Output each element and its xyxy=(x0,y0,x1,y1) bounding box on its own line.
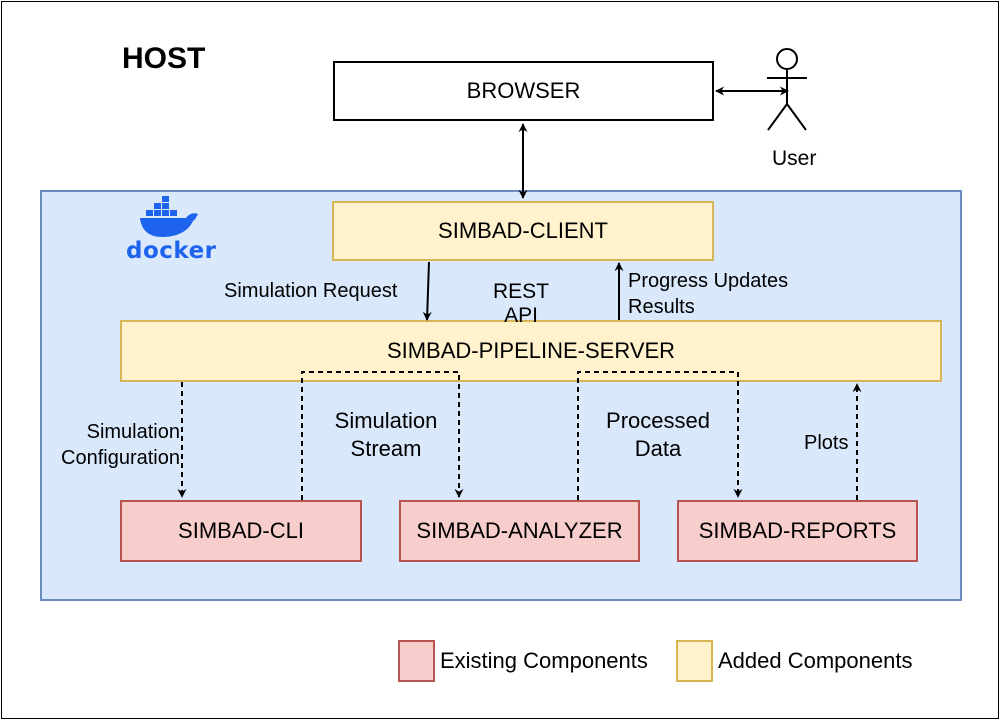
rest-api-line1: REST xyxy=(492,280,549,303)
simbad-analyzer-node: SIMBAD-ANALYZER xyxy=(399,500,640,562)
progress-updates-label: Progress Updates Results xyxy=(628,268,788,320)
simulation-configuration-line1: Simulation xyxy=(86,421,180,443)
simulation-stream-label: Simulation Stream xyxy=(316,407,456,463)
simbad-reports-label: SIMBAD-REPORTS xyxy=(698,518,897,543)
simbad-pipeline-server-label: SIMBAD-PIPELINE-SERVER xyxy=(386,338,676,363)
legend-existing-swatch xyxy=(398,640,435,682)
simulation-request-edge xyxy=(422,261,432,321)
legend-existing-label: Existing Components xyxy=(440,648,648,673)
legend-added-label: Added Components xyxy=(718,648,913,673)
user-actor-icon xyxy=(767,48,807,131)
progress-updates-line1: Progress Updates xyxy=(628,270,789,292)
simulation-stream-line2: Stream xyxy=(350,436,422,461)
host-label: HOST xyxy=(122,42,206,75)
simbad-cli-node: SIMBAD-CLI xyxy=(120,500,362,562)
docker-whale-icon xyxy=(140,196,198,237)
simulation-configuration-line2: Configuration xyxy=(61,447,180,469)
browser-node: BROWSER xyxy=(333,61,714,121)
processed-data-edge xyxy=(577,371,743,500)
progress-updates-line2: Results xyxy=(628,296,695,318)
simbad-client-label: SIMBAD-CLIENT xyxy=(438,218,608,243)
simulation-stream-edge xyxy=(301,371,464,500)
processed-data-line1: Processed xyxy=(606,408,710,433)
rest-api-label: REST API xyxy=(481,279,561,329)
legend-added-swatch xyxy=(676,640,713,682)
plots-label: Plots xyxy=(804,432,849,454)
browser-label: BROWSER xyxy=(466,78,581,103)
simbad-pipeline-server-node: SIMBAD-PIPELINE-SERVER xyxy=(120,320,942,382)
simbad-client-node: SIMBAD-CLIENT xyxy=(332,201,714,261)
rest-api-line2: API xyxy=(504,304,538,327)
user-label: User xyxy=(772,147,817,170)
simbad-cli-label: SIMBAD-CLI xyxy=(178,518,304,543)
simbad-analyzer-label: SIMBAD-ANALYZER xyxy=(416,518,623,543)
simulation-stream-line1: Simulation xyxy=(334,408,438,433)
simulation-configuration-label: Simulation Configuration xyxy=(44,419,180,471)
simulation-request-label: Simulation Request xyxy=(224,280,398,302)
docker-logo-text: docker xyxy=(126,238,217,264)
simbad-reports-node: SIMBAD-REPORTS xyxy=(677,500,918,562)
processed-data-label: Processed Data xyxy=(590,407,726,463)
processed-data-line2: Data xyxy=(634,436,682,461)
